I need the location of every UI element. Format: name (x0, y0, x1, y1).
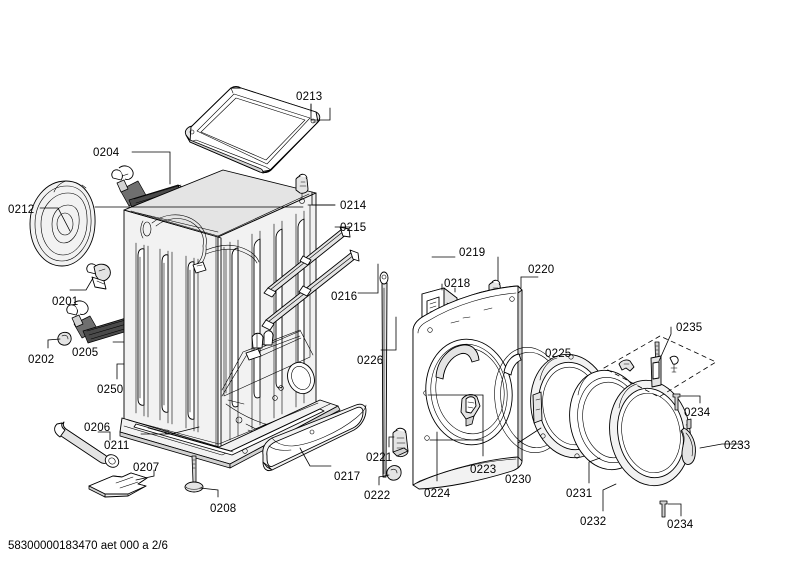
part-0235-small-parts-kit (603, 335, 717, 398)
part-label-0215: 0215 (340, 222, 367, 234)
part-label-0234-lower: 0234 (667, 519, 694, 531)
part-0226-tie-rod (379, 271, 389, 478)
part-0222-cap-cover (386, 465, 402, 481)
part-0250-cabinet-housing (123, 169, 317, 453)
part-0202-cap-plug (57, 331, 72, 346)
part-0214-clip-retainer (295, 173, 309, 204)
part-label-0206: 0206 (84, 422, 111, 434)
part-0233-door-handle (680, 427, 696, 465)
part-label-0218: 0218 (444, 278, 471, 290)
part-label-0201: 0201 (52, 296, 79, 308)
part-label-0219: 0219 (459, 247, 486, 259)
part-label-0217: 0217 (334, 471, 361, 483)
part-label-0223: 0223 (470, 464, 497, 476)
part-label-0202: 0202 (28, 354, 55, 366)
part-0234-hinge-pin-upper (672, 393, 681, 411)
part-0232-door-outer-ring (609, 379, 692, 487)
part-0220-front-panel (412, 285, 523, 490)
part-0212-side-panel-oval-cover (29, 180, 96, 267)
part-label-0226: 0226 (357, 355, 384, 367)
part-0206-spanner-wrench (54, 421, 120, 468)
part-0208-levelling-foot (184, 455, 204, 493)
part-label-0213: 0213 (296, 91, 323, 103)
part-label-0221: 0221 (366, 452, 393, 464)
part-label-0220: 0220 (528, 264, 555, 276)
part-label-0216: 0216 (331, 291, 358, 303)
part-label-0214: 0214 (340, 200, 367, 212)
part-label-0233: 0233 (724, 440, 751, 452)
part-0216-transport-rod-lower (261, 249, 360, 331)
part-0213-top-lid-worktop (184, 86, 321, 174)
part-label-0225: 0225 (545, 348, 572, 360)
part-label-0224: 0224 (424, 488, 451, 500)
part-0217-plinth-kick-panel (262, 403, 367, 472)
part-label-0212: 0212 (8, 204, 35, 216)
part-0207-transit-bracket (88, 472, 148, 498)
part-0205-shock-absorber-lower (66, 300, 138, 344)
part-label-0211: 0211 (104, 440, 130, 452)
part-label-0234-upper: 0234 (684, 407, 711, 419)
part-label-0232: 0232 (580, 516, 607, 528)
part-label-0230: 0230 (505, 474, 532, 486)
part-label-0231: 0231 (566, 488, 593, 500)
part-label-0222: 0222 (364, 490, 391, 502)
part-0221-clip-clamp (392, 427, 409, 458)
part-label-0208: 0208 (210, 503, 237, 515)
drawing-footer-code: 58300000183470 aet 000 a 2/6 (8, 540, 168, 552)
part-label-0205: 0205 (72, 347, 99, 359)
part-label-0250: 0250 (97, 384, 124, 396)
part-label-0207: 0207 (133, 462, 160, 474)
part-label-0235: 0235 (676, 322, 703, 334)
part-label-0204: 0204 (93, 147, 120, 159)
part-0215-transport-rod-upper (263, 226, 351, 298)
part-0234-hinge-pin-lower (659, 500, 668, 518)
part-0201-clip-bracket (86, 263, 111, 290)
